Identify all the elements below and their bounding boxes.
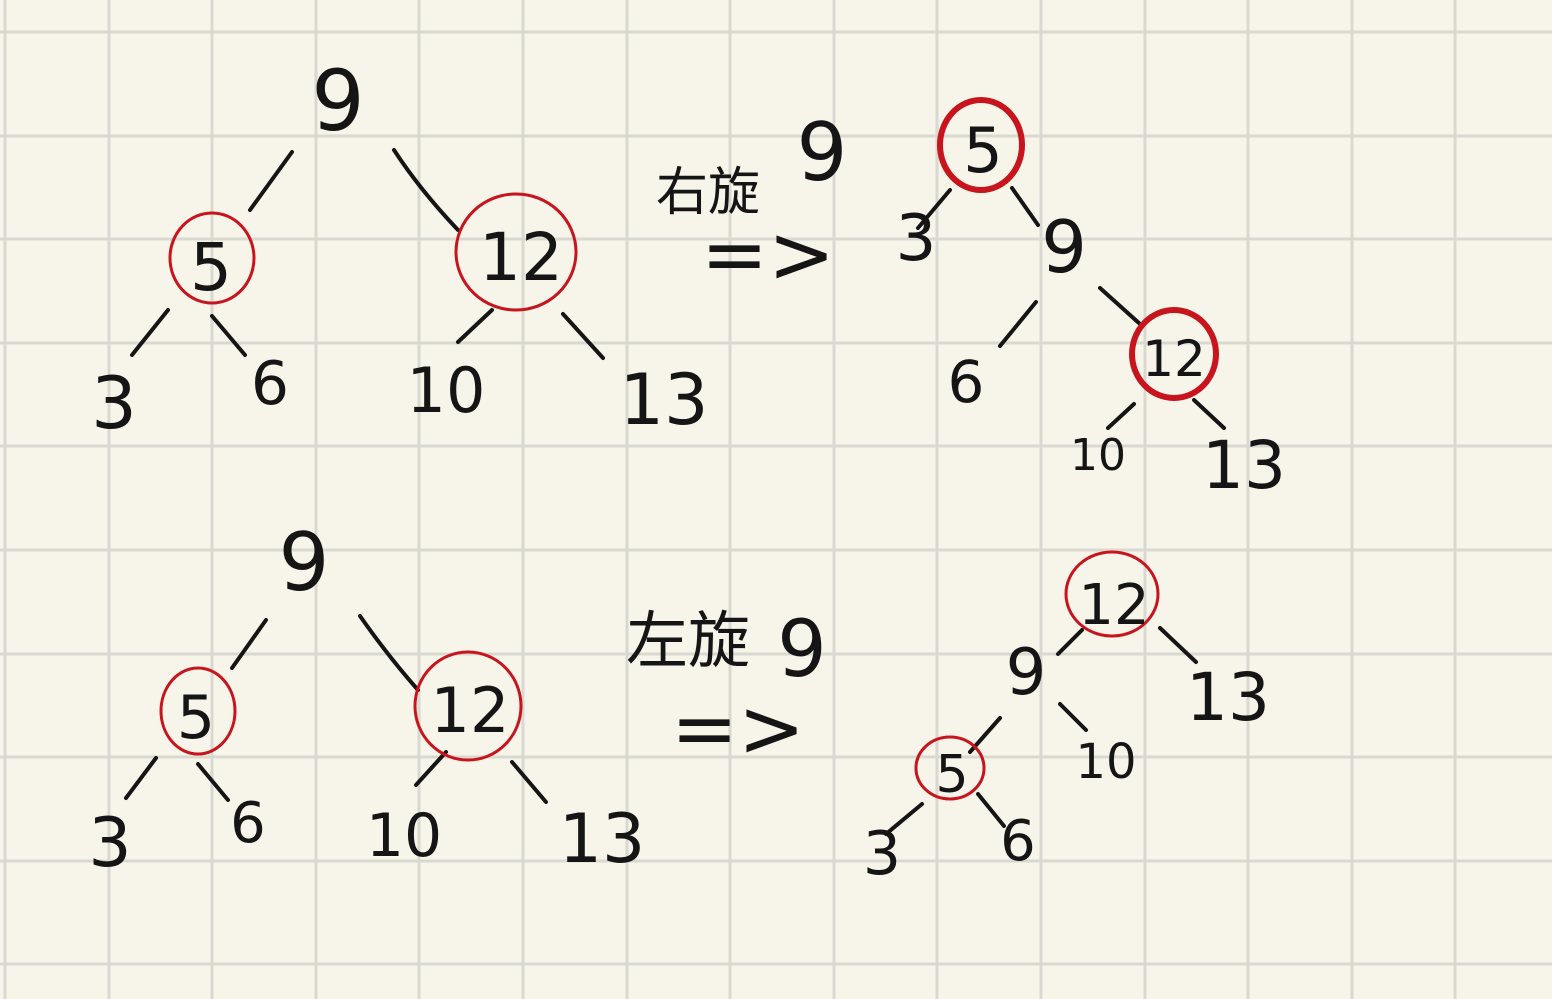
edge [561, 312, 605, 360]
node-label: 5 [190, 229, 232, 306]
pivot-label: 9 [797, 106, 848, 199]
edge [414, 750, 448, 787]
edge [1056, 628, 1084, 656]
highlight-circle [454, 192, 578, 312]
tree-after-left-rotation: 12 9 13 5 10 3 6 [863, 550, 1270, 889]
node-label: 13 [1186, 659, 1270, 736]
tree-after-right-rotation: 5 3 9 6 12 10 13 [896, 97, 1286, 504]
node-label: 10 [1075, 734, 1136, 790]
edge [916, 188, 952, 230]
node-label: 5 [177, 683, 215, 753]
node-label: 10 [1070, 430, 1126, 481]
highlight-circle [413, 650, 523, 762]
node-label: 13 [1202, 427, 1286, 504]
right-rotation-operation: 右旋 9 => [656, 106, 847, 301]
edge [1098, 286, 1142, 326]
edge [456, 308, 494, 344]
node-label: 3 [88, 804, 131, 883]
transform-arrow: => [701, 208, 835, 301]
edge [124, 756, 158, 800]
edge [976, 792, 1006, 828]
node-label: 5 [963, 114, 1002, 187]
rotation-label: 左旋 [626, 604, 750, 677]
tree-before-left-rotation: 9 5 12 3 6 10 13 [88, 516, 645, 883]
node-label: 3 [863, 819, 901, 889]
node-label: 10 [366, 801, 442, 871]
node-label: 6 [948, 348, 985, 416]
node-label: 9 [311, 52, 364, 150]
highlight-circle [1064, 550, 1160, 638]
node-label: 3 [896, 202, 937, 276]
node-label: 13 [619, 359, 708, 441]
edge [884, 802, 924, 836]
node-label: 12 [479, 219, 563, 296]
edge [1010, 186, 1040, 227]
edge [196, 762, 230, 802]
node-label: 6 [230, 791, 266, 856]
node-label: 12 [1078, 573, 1149, 638]
node-label: 12 [431, 674, 510, 747]
edge [1192, 398, 1226, 430]
tree-before-right-rotation: 9 5 12 3 6 10 13 [91, 52, 708, 445]
node-label: 9 [279, 516, 330, 609]
highlight-circle [1129, 307, 1219, 401]
pivot-label: 9 [777, 605, 827, 695]
edge [358, 614, 420, 692]
node-label: 13 [559, 800, 646, 879]
edge [1158, 626, 1198, 664]
node-label: 6 [1000, 809, 1036, 874]
edge [210, 314, 247, 357]
node-label: 12 [1142, 330, 1206, 388]
edge [230, 618, 268, 670]
node-label: 9 [1006, 636, 1047, 710]
node-label: 6 [251, 349, 289, 419]
transform-arrow: => [671, 682, 805, 775]
edge [248, 150, 294, 212]
node-label: 3 [91, 361, 137, 445]
highlight-circle [168, 211, 256, 305]
highlight-circle [159, 666, 237, 756]
edge [392, 148, 460, 232]
edge [130, 308, 170, 357]
edge [1106, 402, 1136, 430]
edge [510, 760, 548, 804]
left-rotation-operation: 左旋 9 => [626, 604, 827, 775]
edge [1058, 702, 1088, 732]
highlight-circle [914, 735, 986, 801]
rotation-label: 右旋 [656, 163, 760, 223]
node-label: 9 [1041, 205, 1087, 289]
highlight-circle [937, 97, 1025, 193]
edge [998, 300, 1038, 348]
node-label: 10 [407, 354, 486, 427]
node-label: 5 [935, 745, 968, 805]
